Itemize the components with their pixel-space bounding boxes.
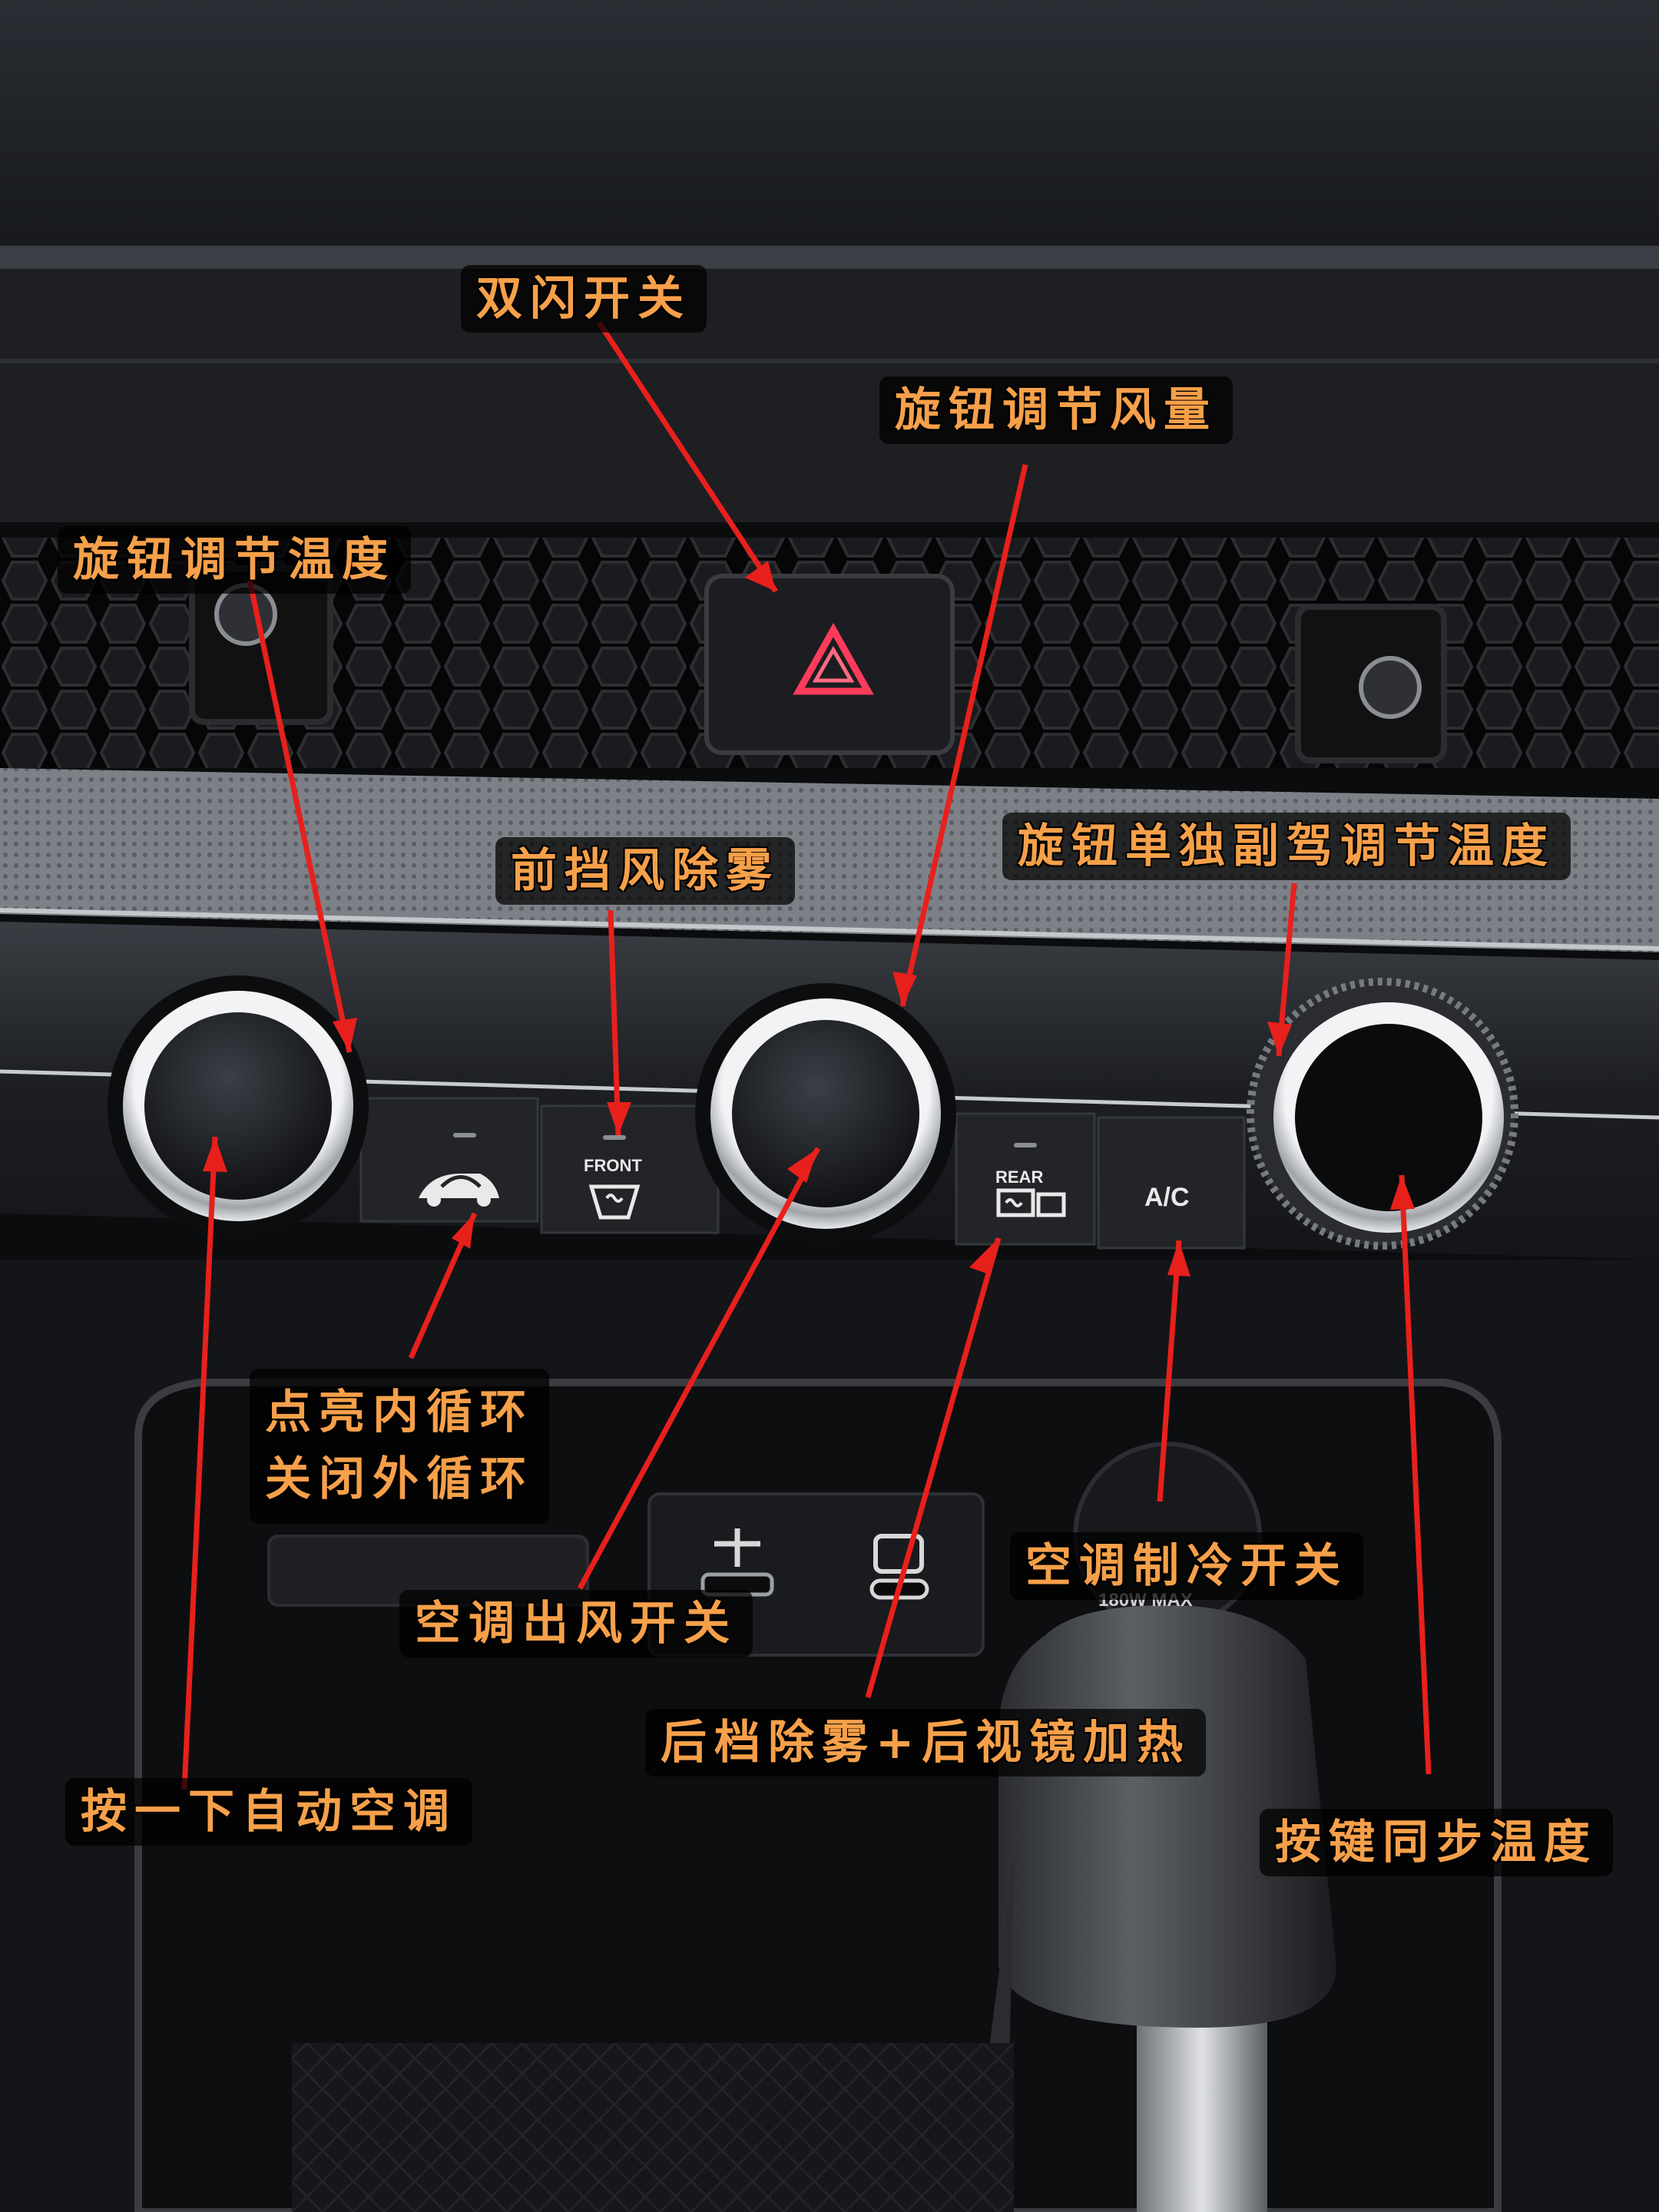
recirculation-button[interactable]	[359, 1097, 539, 1223]
screen-bezel	[0, 246, 1659, 269]
label-recirculation: 点亮内循环 关闭外循环	[250, 1369, 549, 1524]
mirror-heat-icon	[1036, 1192, 1066, 1217]
label-passenger-temperature: 旋钮单独副驾调节温度	[1002, 813, 1571, 880]
rear-defrost-icon	[996, 1188, 1035, 1217]
front-defrost-icon	[588, 1184, 641, 1220]
label-auto-ac: 按一下自动空调	[65, 1778, 472, 1846]
label-recirculation-line1: 点亮内循环	[265, 1386, 534, 1439]
recirculation-icon	[419, 1174, 499, 1207]
arrow-heads	[203, 561, 1415, 1277]
label-sync-temperature: 按键同步温度	[1260, 1809, 1613, 1876]
rear-defrost-button[interactable]	[955, 1112, 1096, 1246]
label-airflow-switch: 空调出风开关	[399, 1590, 753, 1657]
floor-mat	[292, 2043, 1014, 2212]
right-vent-knob[interactable]	[1359, 656, 1422, 719]
label-front-defrost: 前挡风除雾	[495, 837, 795, 905]
annotation-arrows	[181, 321, 1432, 1790]
dash-trim	[0, 269, 1659, 522]
infotainment-screen	[0, 0, 1659, 253]
ac-button[interactable]	[1097, 1116, 1246, 1250]
rear-text: REAR	[995, 1167, 1044, 1187]
usb-icon	[714, 1528, 760, 1567]
hazard-button[interactable]	[704, 574, 955, 755]
hazard-triangle-icon	[793, 622, 874, 695]
left-vent-knob[interactable]	[214, 583, 277, 646]
ac-text: A/C	[1144, 1183, 1190, 1212]
label-recirculation-line2: 关闭外循环	[265, 1452, 534, 1506]
battery-charge-icon	[873, 1534, 924, 1574]
passenger-temperature-knob[interactable]	[1247, 978, 1518, 1250]
label-rear-defrost: 后档除雾+后视镜加热	[645, 1709, 1207, 1777]
label-hazard-switch: 双闪开关	[461, 265, 707, 333]
label-ac-switch: 空调制冷开关	[1010, 1532, 1363, 1600]
fan-speed-knob[interactable]	[695, 983, 956, 1244]
label-temperature-knob: 旋钮调节温度	[58, 526, 411, 594]
front-text: FRONT	[584, 1156, 642, 1175]
label-fan-knob: 旋钮调节风量	[879, 376, 1233, 444]
temperature-knob[interactable]	[108, 975, 369, 1237]
